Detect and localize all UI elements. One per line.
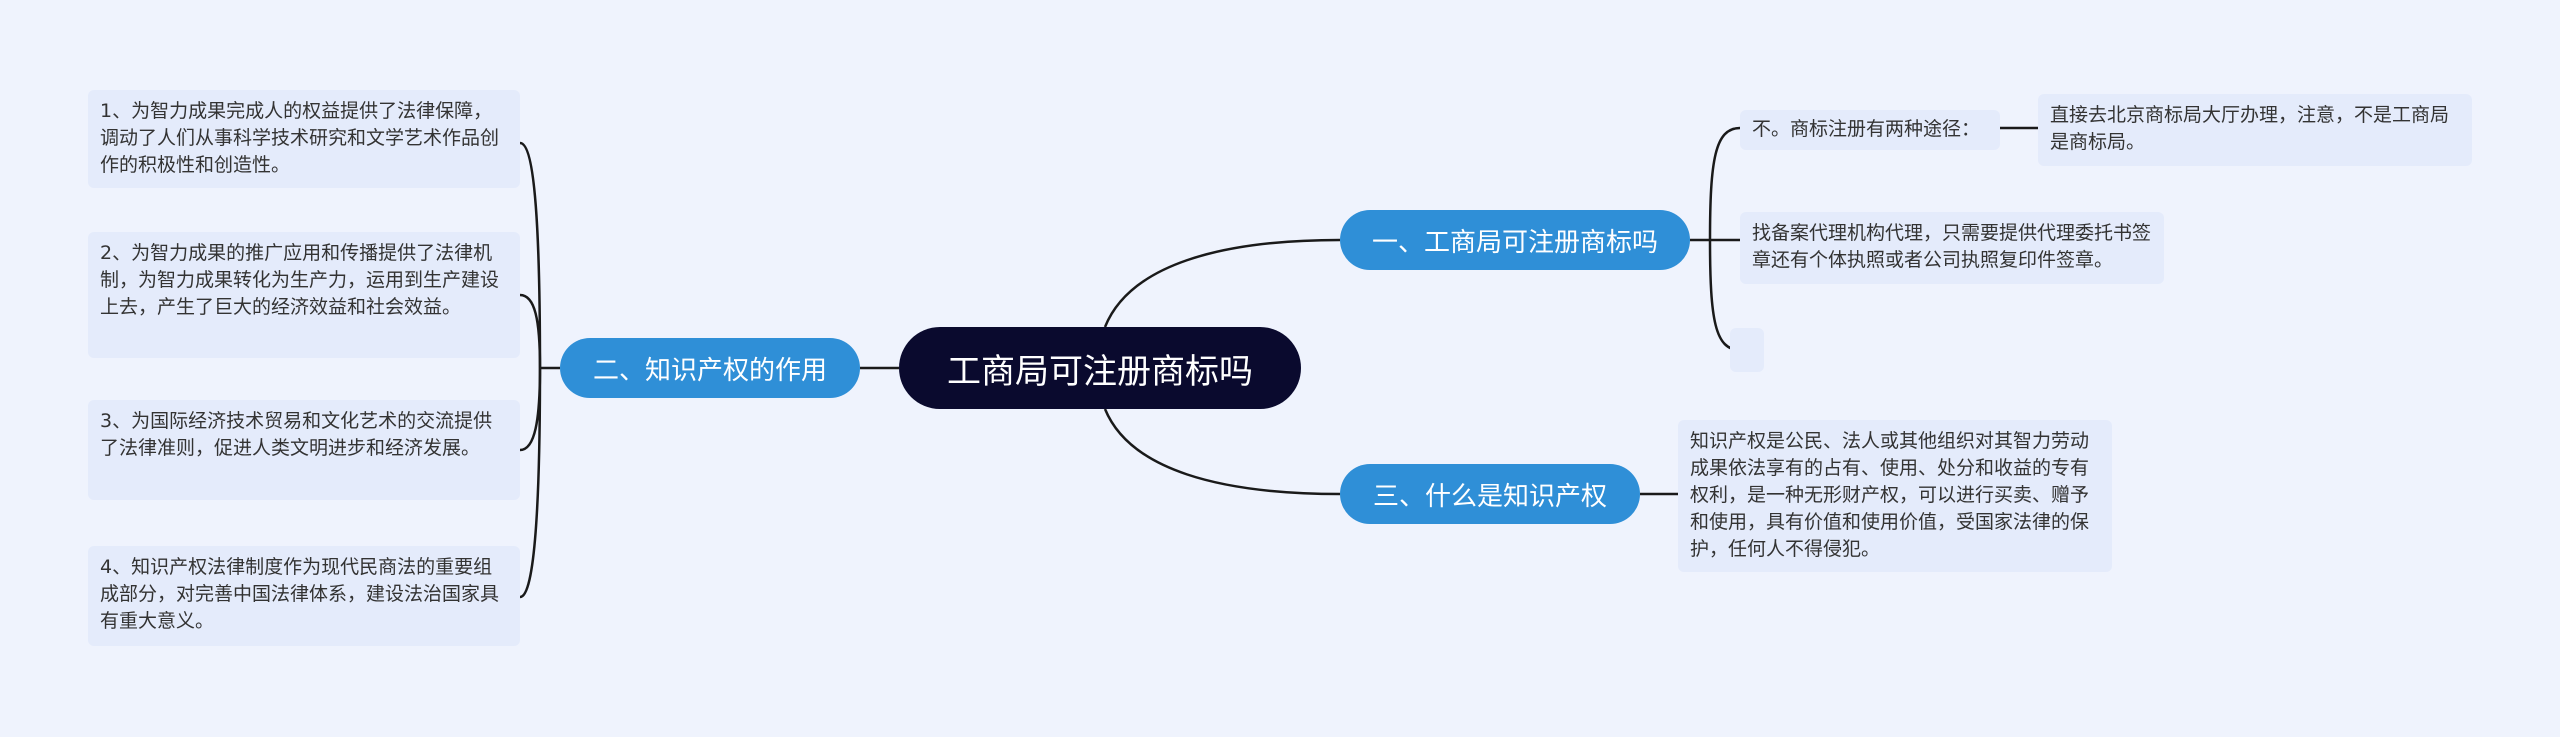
b2-leaf-3-text: 3、为国际经济技术贸易和文化艺术的交流提供了法律准则，促进人类文明进步和经济发展… [100,410,493,459]
link-b2-leaf4 [519,367,542,599]
b1-leaf-2[interactable]: 找备案代理机构代理，只需要提供代理委托书签章还有个体执照或者公司执照复印件签章。 [1740,212,2164,284]
link-b1-leaf1 [1708,126,1741,241]
b3-leaf-1[interactable]: 知识产权是公民、法人或其他组织对其智力劳动成果依法享有的占有、使用、处分和收益的… [1678,420,2112,572]
branch-node-1[interactable]: 一、工商局可注册商标吗 [1340,210,1690,270]
b2-leaf-3[interactable]: 3、为国际经济技术贸易和文化艺术的交流提供了法律准则，促进人类文明进步和经济发展… [88,400,520,500]
b1-leaf-1[interactable]: 不。商标注册有两种途径： [1740,110,2000,150]
branch-2-label: 二、知识产权的作用 [592,355,827,386]
b1-subleaf-text: 直接去北京商标局大厅办理，注意，不是工商局是商标局。 [2050,104,2450,153]
link-root-b3 [1103,408,1341,496]
root-label: 工商局可注册商标吗 [947,351,1253,392]
b1-leaf-2-text: 找备案代理机构代理，只需要提供代理委托书签章还有个体执照或者公司执照复印件签章。 [1752,222,2152,271]
branch-3-label: 三、什么是知识产权 [1372,481,1607,512]
b2-leaf-1-text: 1、为智力成果完成人的权益提供了法律保障，调动了人们从事科学技术研究和文学艺术作… [100,100,500,176]
b2-leaf-4-text: 4、知识产权法律制度作为现代民商法的重要组成部分，对完善中国法律体系，建设法治国… [100,556,500,632]
branch-node-2[interactable]: 二、知识产权的作用 [560,338,860,398]
link-root-b1 [1103,238,1341,328]
link-b2-leaf2 [519,293,542,369]
b2-leaf-1[interactable]: 1、为智力成果完成人的权益提供了法律保障，调动了人们从事科学技术研究和文学艺术作… [88,90,520,188]
b2-leaf-4[interactable]: 4、知识产权法律制度作为现代民商法的重要组成部分，对完善中国法律体系，建设法治国… [88,546,520,646]
b3-leaf-1-text: 知识产权是公民、法人或其他组织对其智力劳动成果依法享有的占有、使用、处分和收益的… [1690,430,2090,560]
b1-leaf-1-text: 不。商标注册有两种途径： [1752,118,1981,140]
b1-leaf-3[interactable] [1730,328,1764,372]
b2-leaf-2-text: 2、为智力成果的推广应用和传播提供了法律机制，为智力成果转化为生产力，运用到生产… [100,242,500,318]
link-b2-leaf3 [519,367,542,452]
branch-1-label: 一、工商局可注册商标吗 [1371,227,1658,258]
link-b2-leaf1 [519,141,542,369]
b1-subleaf[interactable]: 直接去北京商标局大厅办理，注意，不是工商局是商标局。 [2038,94,2472,166]
b2-leaf-2[interactable]: 2、为智力成果的推广应用和传播提供了法律机制，为智力成果转化为生产力，运用到生产… [88,232,520,358]
branch-node-3[interactable]: 三、什么是知识产权 [1340,464,1640,524]
root-node[interactable]: 工商局可注册商标吗 [899,327,1301,409]
